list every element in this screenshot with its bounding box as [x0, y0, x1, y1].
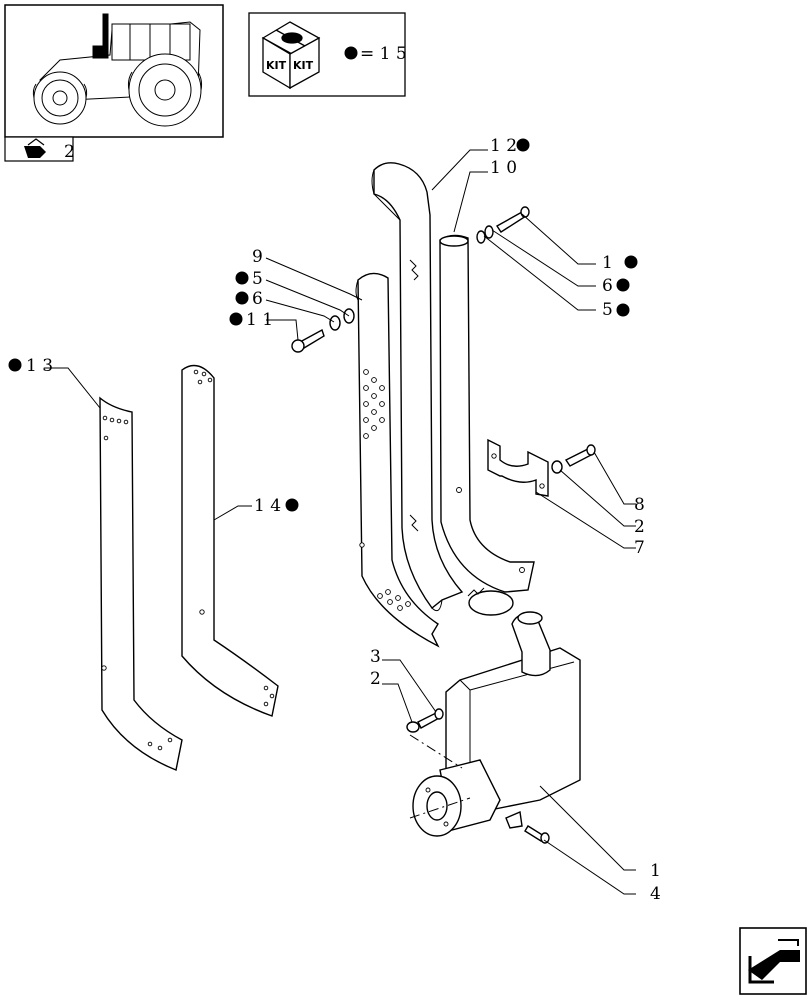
bullet-6a-icon — [616, 278, 630, 292]
kit-legend-text: = 1 5 — [360, 44, 407, 64]
perforation-pattern — [363, 369, 411, 611]
callout-11: 1 1 — [246, 310, 273, 330]
book-arrow-icon — [24, 138, 46, 158]
bullet-14-icon — [285, 498, 299, 512]
part-10-pipe — [439, 234, 535, 616]
tractor-thumbnail[interactable]: 2 — [4, 4, 224, 162]
callout-12: 1 2 — [490, 136, 517, 156]
callout-14: 1 4 — [254, 496, 281, 516]
bullet-13-icon — [8, 358, 22, 372]
callout-6b: 6 — [252, 289, 263, 309]
leader-lines — [44, 149, 636, 895]
callout-9: 9 — [252, 247, 263, 267]
callout-13: 1 3 — [26, 356, 53, 376]
bullet-5a-icon — [616, 303, 630, 317]
callout-5a: 5 — [602, 300, 613, 320]
callout-labels: 1 2 1 0 1 6 5 9 5 6 1 1 1 3 1 4 8 2 7 3 … — [26, 136, 661, 904]
callout-8: 8 — [634, 495, 645, 515]
callout-2b: 2 — [370, 669, 381, 689]
part-12-exhaust-pipe — [371, 162, 464, 612]
next-page-arrow-icon — [748, 939, 800, 984]
callout-6a: 6 — [602, 276, 613, 296]
callout-7: 7 — [634, 538, 645, 558]
part-7-bracket — [487, 438, 549, 497]
tractor-icon — [32, 13, 203, 127]
callout-3: 3 — [370, 647, 381, 667]
callout-4: 4 — [650, 884, 661, 904]
kit-box-icon — [261, 21, 321, 90]
bolt-muffler-top — [406, 708, 444, 733]
kit-bullet-icon — [344, 46, 358, 60]
bullet-11-icon — [229, 312, 243, 326]
callout-5b: 5 — [252, 269, 263, 289]
bolt-bracket — [551, 444, 596, 474]
bullet-12-icon — [516, 138, 530, 152]
bolt-upper-left — [291, 308, 355, 353]
callout-1a: 1 — [602, 253, 613, 273]
callout-1b: 1 — [650, 861, 661, 881]
kit-legend-box: KIT KIT = 1 5 — [248, 12, 407, 97]
part-9-heat-shield — [355, 272, 440, 648]
part-1-muffler — [409, 611, 581, 837]
part-14-shield — [181, 364, 279, 717]
thumbnail-ref-mark: 2 — [64, 142, 75, 162]
bullet-6b-icon — [235, 291, 249, 305]
part-13-shield — [99, 396, 183, 771]
kit-badge-right: KIT — [293, 59, 314, 72]
bullet-5b-icon — [235, 271, 249, 285]
callout-2a: 2 — [634, 517, 645, 537]
callout-bullets — [8, 138, 638, 512]
bullet-1-icon — [624, 255, 638, 269]
callout-10: 1 0 — [490, 158, 517, 178]
bolt-muffler-bottom — [524, 825, 550, 844]
next-page-button[interactable] — [739, 927, 807, 995]
kit-badge-left: KIT — [266, 59, 287, 72]
